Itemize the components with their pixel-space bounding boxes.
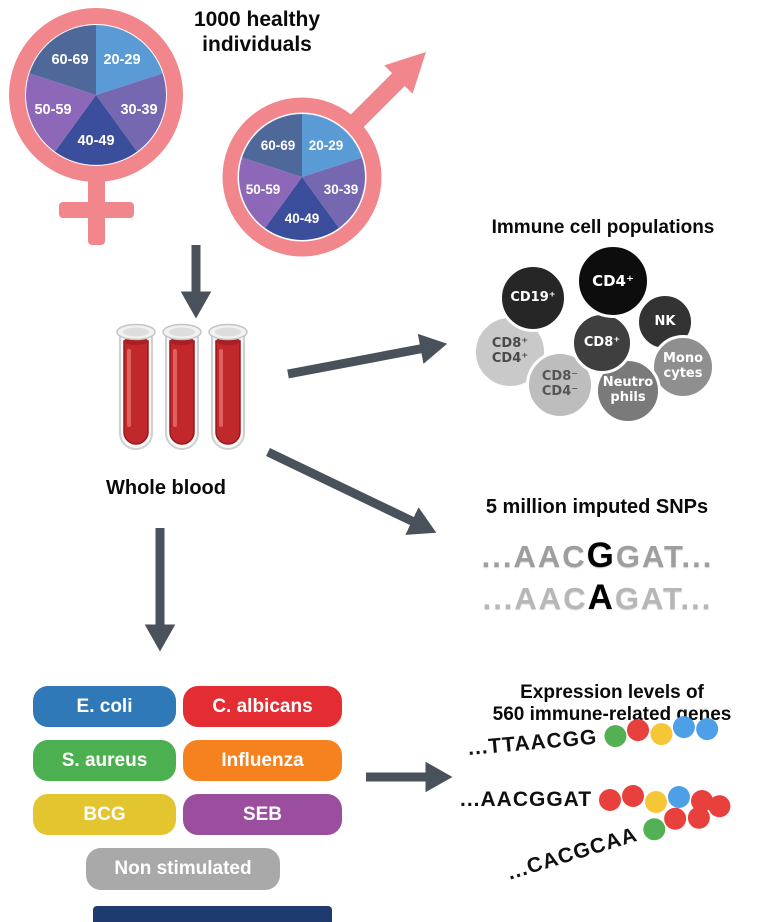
age-label-30-39: 30-39	[120, 102, 157, 118]
age-slice-50-59	[26, 73, 96, 152]
stimulus-bcg: BCG	[33, 794, 176, 835]
male-age-pie: 20-29 30-39 40-49 50-59 60-69	[239, 114, 365, 241]
age-slice-40-49	[54, 95, 138, 165]
bead-blue	[671, 715, 696, 740]
age-slice-50-59	[239, 157, 302, 228]
bead-yellow	[645, 791, 668, 813]
figure-title-line1: 1000 healthy	[193, 8, 321, 31]
female-icon: 20-29 30-39 40-49 50-59 60-69	[9, 8, 183, 245]
figure-title-line2: individuals	[202, 32, 312, 56]
stimulus-label: C. albicans	[212, 695, 313, 717]
test-tube-icon	[162, 323, 202, 450]
stimulus-label: Non stimulated	[114, 858, 252, 879]
cell-label: Mono	[662, 351, 704, 367]
snp-seq1-allele: G	[586, 536, 616, 575]
age-slice-40-49	[265, 177, 339, 241]
male-icon: 20-29 30-39 40-49 50-59 60-69	[222, 52, 427, 257]
arrow-blood-to-snps-icon	[266, 447, 437, 535]
cell-label: phils	[610, 390, 646, 405]
age-label-30-39: 30-39	[324, 182, 359, 197]
age-slice-60-69	[29, 25, 96, 95]
snp-seq1-prefix: ...AAC	[481, 539, 587, 574]
cell-label: CD4⁻	[541, 384, 579, 399]
age-slice-30-39	[96, 73, 166, 152]
bead-red	[625, 718, 650, 743]
expression-title: Expression levels of 560 immune-related …	[457, 682, 767, 727]
age-label-20-29: 20-29	[309, 138, 344, 153]
test-tube-icon	[116, 323, 156, 450]
cell-label: Neutro	[602, 375, 654, 391]
male-arrow	[345, 52, 427, 133]
stimulus-label: SEB	[242, 803, 283, 825]
age-slice-20-29	[96, 25, 163, 95]
stimulus-seb: SEB	[183, 794, 342, 835]
stimulus-influenza: Influenza	[183, 740, 342, 781]
gene-sequence: ...AACGGAT	[460, 788, 593, 811]
stimulus-non-stimulated: Non stimulated	[86, 848, 280, 890]
stimulus-label: E. coli	[76, 695, 133, 717]
cell-cd19: CD19⁺	[499, 264, 567, 332]
snp-seq2-prefix: ...AAC	[482, 581, 588, 616]
cell-label: CD8⁻	[541, 369, 579, 385]
expression-title-line2: 560 immune-related genes	[492, 704, 732, 726]
stimulus-ecoli: E. coli	[33, 686, 176, 727]
cell-label: CD4⁺	[592, 271, 634, 290]
snp-sequence-2: ...AACAGAT...	[425, 578, 770, 618]
arrow-blood-to-cells-icon	[287, 333, 448, 379]
stimulus-calbicans: C. albicans	[183, 686, 342, 727]
bead-red	[599, 789, 622, 811]
age-label-20-29: 20-29	[103, 52, 140, 68]
snp-seq1-suffix: GAT...	[615, 539, 714, 574]
snp-sequence-1: ...AACGGAT...	[425, 536, 770, 576]
stimulus-label: S. aureus	[61, 749, 148, 771]
cell-monocytes: Mono cytes	[651, 335, 715, 399]
snp-seq2-suffix: GAT...	[614, 581, 713, 616]
snp-seq2-allele: A	[587, 578, 615, 617]
age-label-60-69: 60-69	[51, 52, 88, 68]
bead-green	[603, 724, 628, 749]
bead-blue	[695, 717, 719, 742]
age-label-40-49: 40-49	[77, 133, 114, 149]
stimulus-label: BCG	[83, 803, 126, 825]
immune-populations-title: Immune cell populations	[491, 217, 715, 238]
stimulus-label: Influenza	[221, 749, 304, 771]
stimulus-saureus: S. aureus	[33, 740, 176, 781]
bead-yellow	[649, 722, 674, 747]
bead-red	[622, 785, 645, 807]
cell-label: NK	[654, 313, 676, 329]
age-label-40-49: 40-49	[285, 211, 320, 226]
cell-label: CD19⁺	[510, 289, 556, 305]
cell-label: CD8⁺	[491, 336, 529, 352]
age-slice-60-69	[242, 114, 302, 177]
cell-cd8: CD8⁺	[571, 312, 633, 374]
cell-cd4: CD4⁺	[576, 244, 650, 318]
cell-label: CD8⁺	[583, 334, 621, 350]
cell-label: cytes	[663, 366, 703, 381]
gene-row-2: ...AACGGAT	[460, 785, 714, 813]
age-slice-20-29	[302, 114, 362, 177]
age-label-50-59: 50-59	[246, 182, 281, 197]
snps-title: 5 million imputed SNPs	[485, 496, 709, 518]
age-slice-30-39	[302, 157, 365, 228]
bead-blue	[668, 786, 691, 808]
figure-title: 1000 healthy individuals	[147, 8, 367, 58]
blood-tubes-icon	[116, 323, 248, 450]
cell-label: CD4⁺	[491, 351, 529, 366]
age-label-60-69: 60-69	[261, 138, 296, 153]
expression-title-line1: Expression levels of	[520, 682, 704, 703]
cropped-footer-bar	[93, 906, 332, 922]
age-label-50-59: 50-59	[34, 102, 71, 118]
female-crossbar	[59, 202, 134, 218]
female-age-pie: 20-29 30-39 40-49 50-59 60-69	[26, 25, 166, 165]
test-tube-icon	[208, 323, 248, 450]
whole-blood-label: Whole blood	[106, 477, 226, 499]
